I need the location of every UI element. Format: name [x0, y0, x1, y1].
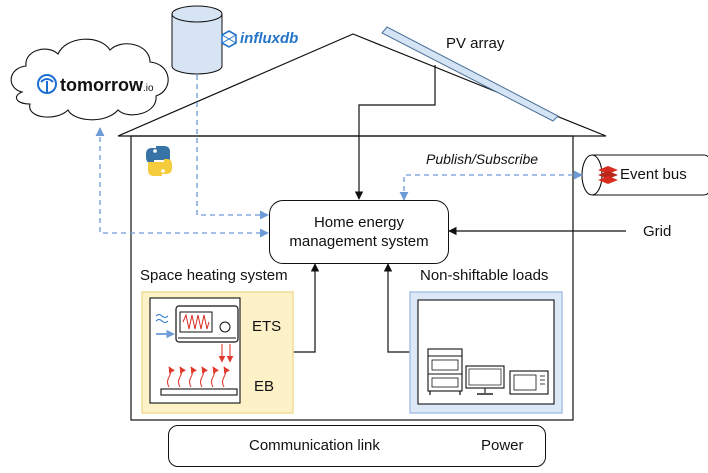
event-bus-label: Event bus — [620, 166, 687, 183]
publish-subscribe-label: Publish/Subscribe — [426, 151, 539, 167]
hems-box: Home energy management system — [269, 200, 449, 264]
tomorrow-logo-word: tomorrow — [60, 75, 143, 95]
space-heating-label: Space heating system — [140, 267, 288, 284]
cloud-icon — [10, 38, 169, 121]
tomorrow-logo-suffix: .io — [143, 83, 154, 94]
monitor-icon — [465, 365, 505, 395]
hems-title-line1: Home energy — [313, 214, 405, 231]
tomorrow-logo-text: tomorrow.io — [60, 75, 154, 96]
non-shiftable-label: Non-shiftable loads — [420, 267, 549, 284]
microwave-icon — [509, 370, 549, 395]
power-lines — [293, 65, 626, 353]
tomorrow-icon — [37, 74, 57, 94]
communication-links — [95, 75, 583, 238]
legend-communication-label: Communication link — [249, 437, 380, 454]
appliance-icon — [427, 348, 463, 395]
grid-label: Grid — [643, 223, 672, 240]
influxdb-icon — [221, 30, 237, 48]
radiator-icon — [160, 366, 238, 396]
legend-power-label: Power — [481, 437, 524, 454]
python-icon — [146, 146, 172, 176]
pv-array-label: PV array — [446, 35, 505, 52]
redis-icon — [598, 166, 618, 184]
storage-heater-icon — [155, 305, 239, 363]
pv-panel-icon — [381, 26, 559, 122]
database-cylinder-icon — [171, 5, 223, 75]
ets-label: ETS — [252, 318, 282, 335]
legend-box: Communication link Power — [168, 425, 546, 467]
hems-title-line2: management system — [289, 233, 429, 250]
eb-label: EB — [254, 378, 275, 395]
influxdb-logo-text: influxdb — [240, 30, 299, 47]
